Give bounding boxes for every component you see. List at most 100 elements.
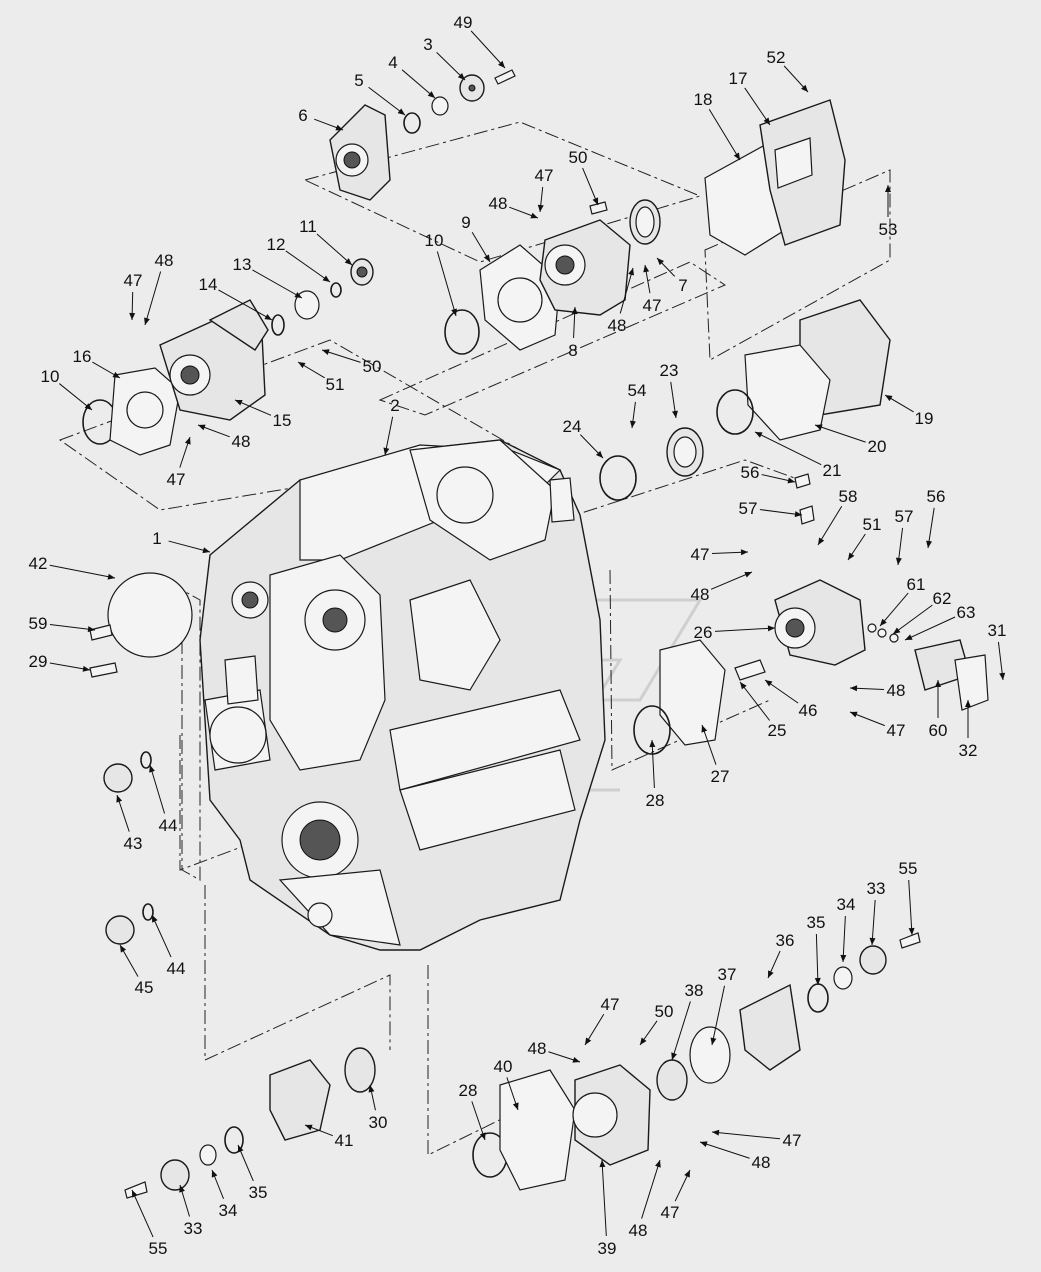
callout-arrowhead — [264, 313, 272, 320]
callout-number: 56 — [927, 487, 946, 506]
callout-number: 45 — [135, 978, 154, 997]
callout-number: 48 — [608, 316, 627, 335]
callout-number: 4 — [388, 53, 397, 72]
callout-number: 35 — [807, 913, 826, 932]
callout-leader-line — [436, 251, 457, 317]
callout-number: 47 — [783, 1131, 802, 1150]
callout-arrowhead — [383, 447, 390, 455]
callout-leader-line — [651, 739, 655, 789]
callout-number: 3 — [423, 35, 432, 54]
callout-arrowhead — [818, 537, 825, 545]
callout-arrowhead — [202, 547, 210, 554]
callout-leader-line — [619, 267, 634, 314]
callout-number: 48 — [887, 681, 906, 700]
callout-arrowhead — [305, 1124, 313, 1131]
left-bearing-group — [82, 258, 374, 456]
callout-number: 8 — [568, 341, 577, 360]
callout-number: 48 — [528, 1039, 547, 1058]
callout-number: 6 — [298, 106, 307, 125]
callout-arrowhead — [112, 371, 120, 378]
callout-number: 9 — [461, 213, 470, 232]
callout-number: 36 — [776, 931, 795, 950]
callout-number: 15 — [273, 411, 292, 430]
callout-number: 35 — [249, 1183, 268, 1202]
left-cover-plugs — [89, 572, 193, 945]
callout-arrowhead — [733, 152, 740, 160]
callout-arrowhead — [592, 197, 599, 205]
callout-number: 47 — [167, 470, 186, 489]
callout-number: 54 — [628, 381, 647, 400]
callout-number: 33 — [184, 1219, 203, 1238]
callout-number: 32 — [959, 741, 978, 760]
callout-number: 28 — [459, 1081, 478, 1100]
callout-number: 25 — [768, 721, 787, 740]
callout-leader-line — [641, 1159, 661, 1219]
callout-number: 47 — [535, 166, 554, 185]
callout-arrowhead — [701, 725, 708, 733]
transmission-housing — [199, 439, 606, 951]
callout-number: 7 — [678, 276, 687, 295]
callout-number: 23 — [660, 361, 679, 380]
callout-arrowhead — [740, 682, 747, 690]
callout-number: 47 — [601, 995, 620, 1014]
callout-leader-line — [168, 540, 211, 553]
callout-number: 58 — [839, 487, 858, 506]
callout-number: 44 — [159, 816, 178, 835]
callout-arrowhead — [712, 1129, 720, 1136]
callout-number: 12 — [267, 235, 286, 254]
callout-arrowhead — [740, 549, 748, 556]
callout-leader-line — [814, 424, 866, 443]
callout-number: 13 — [233, 255, 252, 274]
callout-arrowhead — [512, 1102, 519, 1110]
callout-leader-line — [144, 271, 162, 326]
callout-arrowhead — [840, 954, 847, 962]
lower-output-group — [472, 932, 921, 1191]
callout-leader-line — [710, 571, 753, 590]
callout-arrowhead — [572, 1056, 580, 1063]
callout-arrowhead — [768, 970, 774, 978]
callout-arrowhead — [643, 265, 650, 273]
callout-number: 10 — [425, 231, 444, 250]
callout-arrowhead — [850, 711, 858, 718]
callout-arrowhead — [999, 672, 1006, 680]
callout-layer: 1234567891010111213141516171819202123242… — [29, 13, 1007, 1258]
callout-arrowhead — [895, 557, 902, 565]
callout-number: 50 — [655, 1002, 674, 1021]
callout-arrowhead — [530, 212, 538, 219]
callout-arrowhead — [767, 625, 775, 632]
callout-arrowhead — [787, 477, 795, 484]
callout-arrowhead — [571, 307, 578, 315]
callout-leader-line — [908, 879, 913, 936]
callout-number: 56 — [741, 463, 760, 482]
callout-arrowhead — [144, 317, 150, 325]
callout-arrowhead — [198, 424, 206, 431]
callout-number: 29 — [29, 652, 48, 671]
callout-arrowhead — [599, 1160, 606, 1168]
callout-number: 18 — [694, 90, 713, 109]
callout-number: 43 — [124, 834, 143, 853]
callout-number: 39 — [598, 1239, 617, 1258]
callout-arrowhead — [322, 275, 330, 282]
callout-arrowhead — [965, 700, 971, 707]
callout-arrowhead — [585, 1037, 592, 1045]
callout-number: 62 — [933, 589, 952, 608]
callout-arrowhead — [672, 410, 678, 418]
callout-arrowhead — [129, 312, 136, 320]
callout-leader-line — [817, 505, 843, 546]
callout-arrowhead — [537, 204, 544, 212]
callout-number: 33 — [867, 879, 886, 898]
callout-arrowhead — [451, 308, 457, 316]
callout-arrowhead — [765, 680, 773, 687]
callout-arrowhead — [794, 511, 802, 518]
callout-number: 51 — [863, 515, 882, 534]
callout-leader-line — [671, 1001, 691, 1061]
callout-number: 40 — [494, 1057, 513, 1076]
callout-leader-line — [842, 915, 846, 963]
callout-arrowhead — [935, 680, 941, 687]
callout-number: 48 — [489, 194, 508, 213]
callout-leader-line — [151, 914, 172, 958]
callout-arrowhead — [483, 254, 490, 262]
callout-number: 60 — [929, 721, 948, 740]
callout-arrowhead — [657, 258, 665, 266]
